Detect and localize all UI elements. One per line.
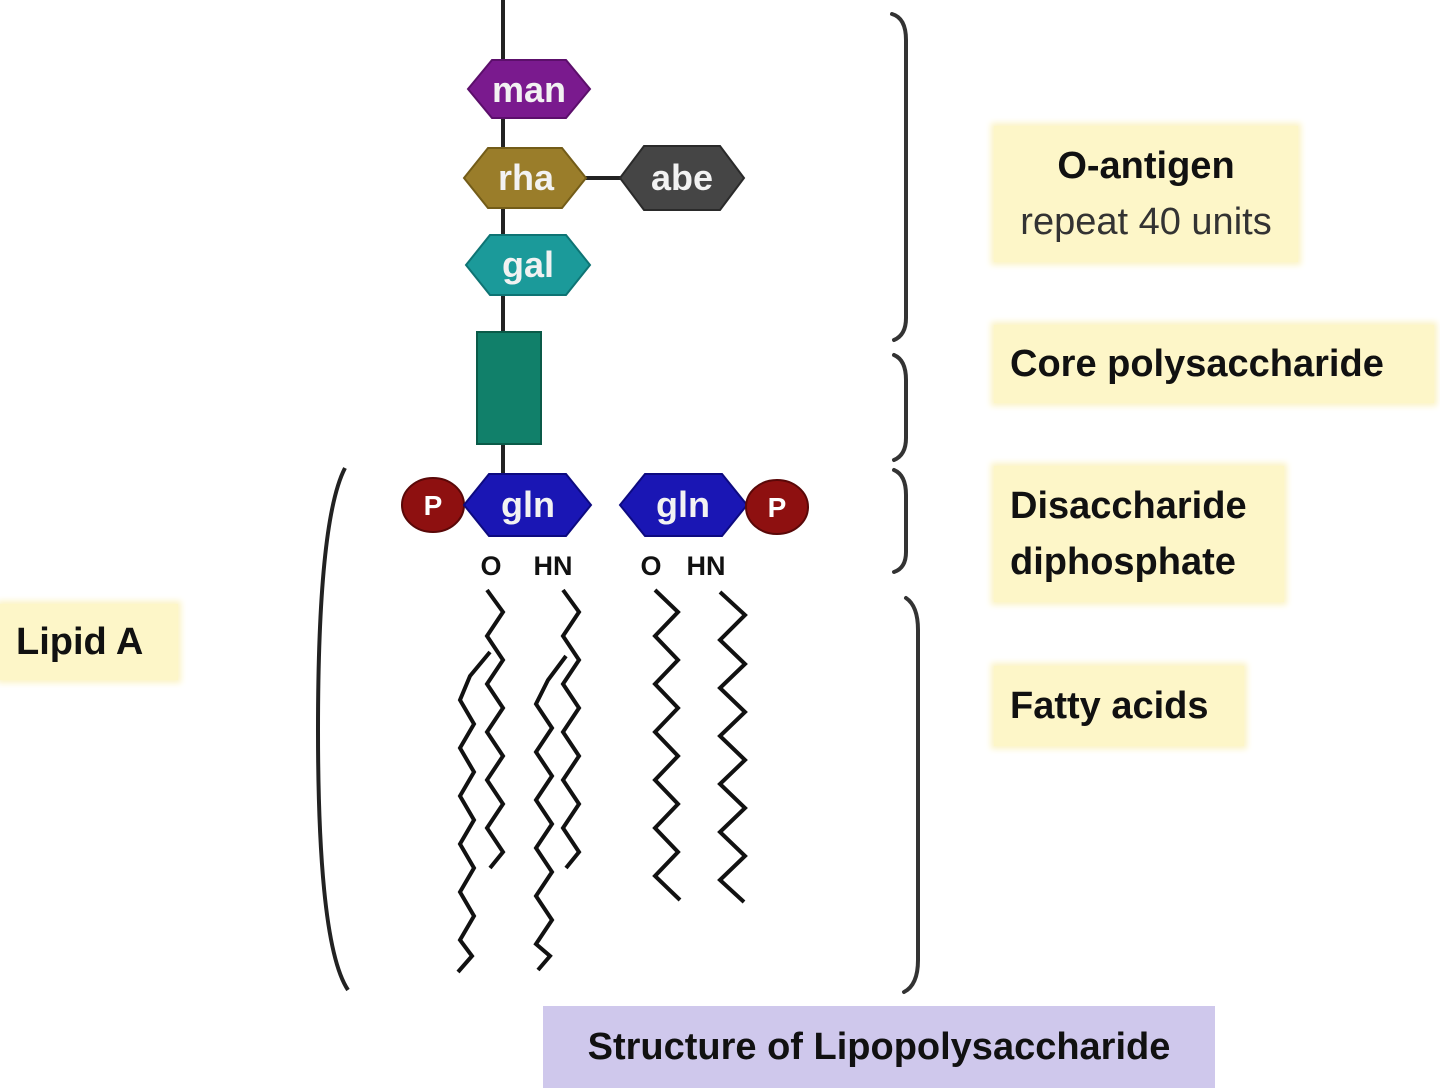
phosphate-left-label: P <box>424 490 443 521</box>
rha-label: rha <box>498 157 555 198</box>
o-antigen-subtitle: repeat 40 units <box>1020 201 1272 243</box>
right-hn-label: HN <box>687 551 726 581</box>
phosphate-left: P <box>401 477 465 533</box>
fatty-acids-label: Fatty acids <box>1010 685 1209 727</box>
left-hn-label: HN <box>534 551 573 581</box>
disaccharide-label-line2: diphosphate <box>1010 541 1236 583</box>
gal-sugar: gal <box>464 234 592 296</box>
phosphate-right: P <box>745 479 809 535</box>
gln-right-label: gln <box>656 484 710 525</box>
fatty-acid-chain-1 <box>484 588 506 870</box>
disaccharide-label-line1: Disaccharide <box>1010 485 1247 527</box>
o-antigen-title: O-antigen <box>1057 145 1235 187</box>
man-label: man <box>492 69 566 110</box>
core-brace <box>892 353 908 462</box>
gln-right-sugar: gln <box>618 473 749 537</box>
gln-left-sugar: gln <box>462 473 593 537</box>
diagram-title: Structure of Lipopolysaccharide <box>543 1006 1215 1088</box>
disaccharide-brace <box>892 468 908 574</box>
rha-sugar: rha <box>462 147 588 209</box>
core-label: Core polysaccharide <box>1010 343 1384 385</box>
fatty-acid-chain-5 <box>652 588 682 902</box>
fatty-acid-chain-6 <box>717 590 748 904</box>
fatty-acids-brace <box>902 596 920 994</box>
right-braces <box>890 12 920 994</box>
o-antigen-brace <box>890 12 908 342</box>
core-block <box>476 331 542 445</box>
abe-label: abe <box>651 157 713 198</box>
o-antigen-label-box: O-antigen repeat 40 units <box>994 126 1298 262</box>
fatty-acids-label-box: Fatty acids <box>994 666 1244 746</box>
phosphate-right-label: P <box>768 492 787 523</box>
gln-left-label: gln <box>501 484 555 525</box>
fatty-acid-chain-4 <box>533 654 568 972</box>
fatty-acid-chain-3 <box>560 588 582 870</box>
lipid-a-parenthesis <box>315 467 350 992</box>
fatty-acid-chain-2 <box>456 650 492 974</box>
lipid-a-label: Lipid A <box>16 621 144 663</box>
fatty-acid-chains <box>456 588 748 974</box>
left-o-label: O <box>480 551 501 581</box>
lipid-a-label-box: Lipid A <box>0 604 178 680</box>
gal-label: gal <box>502 244 554 285</box>
abe-sugar: abe <box>618 145 746 211</box>
disaccharide-label-box: Disaccharide diphosphate <box>994 466 1284 602</box>
right-o-label: O <box>640 551 661 581</box>
man-sugar: man <box>466 59 592 119</box>
core-label-box: Core polysaccharide <box>994 325 1434 403</box>
